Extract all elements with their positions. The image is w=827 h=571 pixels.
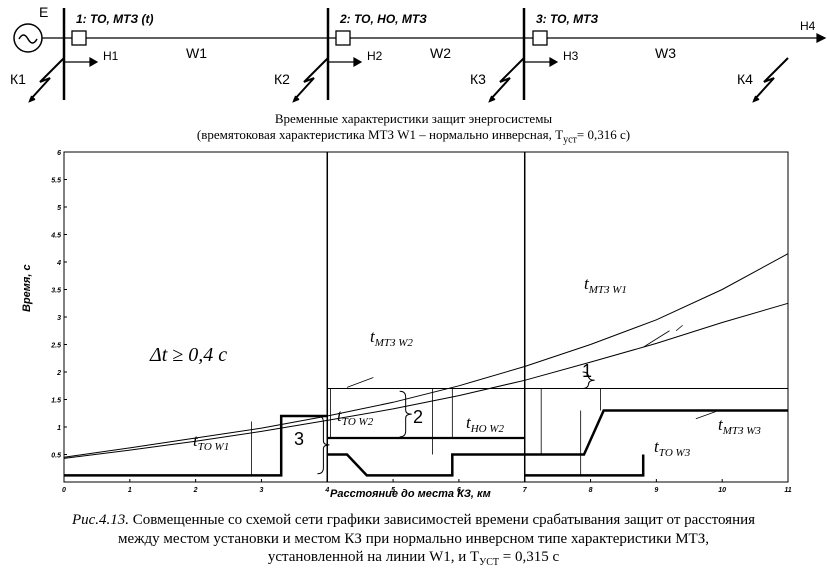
x-tick-label: 1: [128, 487, 132, 494]
network-scheme: [13, 8, 827, 103]
load-h2-label: Н2: [367, 49, 383, 63]
label-t-mtz-w3: tМТЗ W3: [718, 415, 761, 437]
y-tick-label: 4.5: [50, 233, 61, 240]
y-tick-label: 4: [56, 260, 61, 267]
label-t-to-w3: tТО W3: [654, 437, 691, 459]
leader-t-mtz-w1: [642, 330, 670, 348]
x-tick-label: 9: [654, 487, 658, 494]
y-tick-label: 2.5: [50, 343, 61, 350]
x-tick-label: 11: [784, 487, 791, 494]
y-tick-label: 3.5: [51, 288, 61, 295]
label-t-to-w2: tТО W2: [337, 406, 374, 428]
label-t-to-w1: tТО W1: [193, 431, 230, 453]
chart-plot-area: 0 1 2 3 4 5 6 7 8 9 10 11 0.5 1 1.5 2 2.5 3 3.5 4 4.5 5 5.5 6: [50, 150, 791, 494]
source-label: E: [39, 4, 49, 20]
station-3-label: 3: ТО, МТЗ: [536, 12, 599, 26]
figure-caption-line2: между местом установки и местом КЗ при н…: [118, 531, 709, 547]
station-2-label: 2: ТО, НО, МТЗ: [340, 12, 427, 26]
fault-k4-label: К4: [737, 71, 753, 87]
x-tick-label: 4: [324, 487, 329, 494]
series-t-то-w2: [327, 453, 525, 477]
chart-title: Временные характеристики защит энергосис…: [274, 111, 553, 126]
sine-wave-icon: [18, 34, 38, 44]
x-tick-label: 2: [193, 487, 198, 494]
x-tick-label: 5: [391, 487, 395, 494]
y-tick-label: 5.5: [51, 178, 61, 185]
figure-caption-line1: Рис.4.13. Совмещенные со схемой сети гра…: [71, 512, 756, 528]
figure-caption-line3: установленной на линии W1, и TУСТ = 0,31…: [267, 549, 560, 568]
fault-k2-icon: [293, 57, 329, 101]
y-tick-label: 6: [57, 150, 61, 157]
fault-k2-label: К2: [274, 71, 290, 87]
series-t-мтз-w1-lower: [63, 302, 789, 459]
x-tick-label: 7: [523, 487, 528, 494]
y-axis-label: Время, с: [21, 264, 33, 312]
y-tick-label: 0.5: [51, 453, 61, 460]
x-axis-label: Расстояние до места КЗ, км: [330, 488, 491, 500]
x-tick-label: 6: [457, 487, 461, 494]
x-tick-label: 10: [718, 487, 726, 494]
fault-symbols: [28, 57, 789, 103]
breaker-1-icon: [71, 30, 87, 46]
x-tick-label: 3: [260, 487, 264, 494]
y-tick-label: 5: [57, 205, 61, 212]
fault-k3-label: К3: [470, 71, 486, 87]
series-t-то-w3: [524, 454, 645, 477]
line-w2-label: W2: [430, 45, 451, 61]
label-t-mtz-w1: tМТЗ W1: [584, 274, 627, 296]
interval-3-label: 3: [294, 429, 305, 449]
x-tick-label: 0: [62, 487, 66, 494]
label-t-mtz-w2: tМТЗ W2: [370, 327, 413, 349]
load-h1-label: Н1: [103, 49, 119, 63]
series-t-мтз-w1-upper: [63, 253, 789, 458]
breaker-2-icon: [335, 30, 351, 46]
y-tick-label: 3: [57, 315, 61, 322]
fault-k1-icon: [29, 57, 65, 101]
fault-k1-label: К1: [10, 71, 26, 87]
y-tick-label: 1: [57, 425, 61, 432]
leader-t-mtz-w1-b: [675, 324, 683, 332]
line-w1-label: W1: [186, 45, 207, 61]
plot-frame: [63, 151, 789, 483]
y-tick-label: 2: [56, 370, 61, 377]
line-w3-label: W3: [655, 45, 676, 61]
series-t-мтз-w3: [524, 409, 788, 456]
fault-k3-icon: [489, 57, 525, 101]
interval-1-label: 1: [582, 361, 593, 381]
load-h4-label: Н4: [800, 19, 816, 33]
station-1-label: 1: ТО, МТЗ (t): [76, 12, 154, 26]
delta-t-annotation: Δt ≥ 0,4 c: [150, 344, 228, 366]
breaker-3-icon: [532, 30, 548, 46]
leader-t-mtz-w2: [346, 377, 374, 388]
load-h3-label: Н3: [563, 49, 579, 63]
label-t-ho-w2: tНО W2: [466, 413, 505, 435]
chart-subtitle: (времятоковая характеристика МТЗ W1 – но…: [196, 127, 631, 146]
x-tick-label: 8: [589, 487, 593, 494]
leader-t-mtz-w3: [695, 411, 716, 420]
y-tick-label: 1.5: [51, 398, 61, 405]
brace-interval-3: [317, 415, 330, 475]
fault-k4-icon: [753, 57, 789, 101]
interval-2-label: 2: [413, 407, 424, 427]
series-t-то-w1: [64, 414, 328, 477]
